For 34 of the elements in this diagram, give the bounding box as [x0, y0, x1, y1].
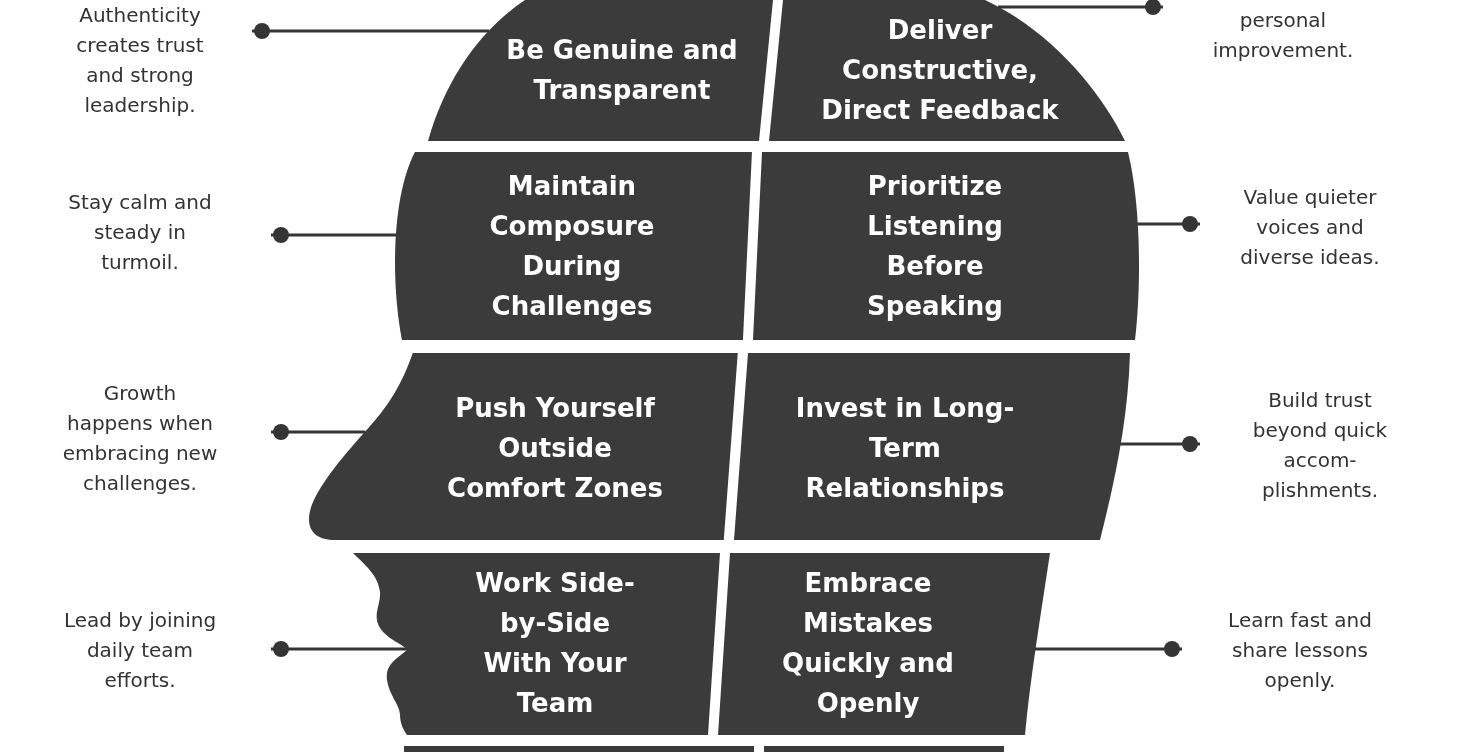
segment-title: Work Side- by-Side With Your Team [474, 567, 636, 720]
caption-text: Growth happens when embracing new challenges. [60, 378, 271, 498]
segment-title: Invest in Long- Term Relationships [794, 392, 1016, 505]
segment-title: Embrace Mistakes Quickly and Openly [781, 567, 955, 720]
segment-title: Push Yourself Outside Comfort Zones [446, 392, 664, 505]
head-segment [395, 152, 752, 340]
head-segment [734, 353, 1130, 540]
leader-line [271, 641, 407, 657]
caption-text: Value quieter voices and diverse ideas. [1200, 182, 1390, 272]
head-segment [764, 746, 1004, 752]
caption-text: Build trust beyond quick accom- plishments. [1200, 385, 1400, 505]
leader-line [1035, 641, 1182, 657]
head-segment [404, 746, 754, 752]
caption-text: Stay calm and steady in turmoil. [60, 187, 271, 277]
head-segment [428, 0, 773, 141]
caption-text: Lead by joining daily team efforts. [60, 605, 271, 695]
leader-line [271, 424, 366, 440]
head-segment [718, 553, 1050, 735]
caption-text: personal improvement. [1163, 5, 1363, 65]
leader-line [252, 23, 489, 39]
segment-title: Maintain Composure During Challenges [488, 170, 656, 323]
head-segment [769, 0, 1125, 141]
head-segment [309, 353, 738, 540]
head-segment [353, 553, 720, 735]
leader-line [998, 0, 1163, 15]
segment-title: Deliver Constructive, Direct Feedback [820, 14, 1060, 127]
leader-line [271, 227, 397, 243]
head-segment [753, 152, 1139, 340]
leader-line [1120, 436, 1200, 452]
caption-text: Authenticity creates trust and strong leadership. [60, 0, 252, 120]
segment-title: Be Genuine and Transparent [505, 34, 739, 107]
caption-text: Learn fast and share lessons openly. [1182, 605, 1380, 695]
segment-title: Prioritize Listening Before Speaking [866, 170, 1004, 323]
leader-line [1137, 216, 1200, 232]
